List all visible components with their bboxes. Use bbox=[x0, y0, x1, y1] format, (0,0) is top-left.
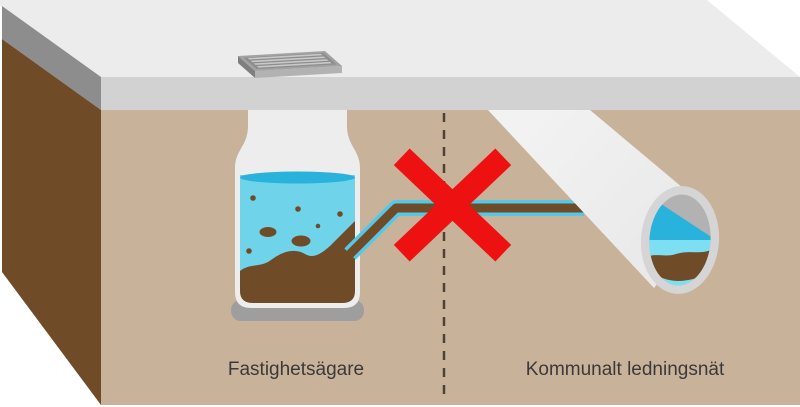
pipe-sludge bbox=[646, 248, 714, 281]
ground-top-surface bbox=[0, 0, 800, 77]
tank-water-surface bbox=[240, 171, 355, 184]
x-bar bbox=[393, 148, 512, 262]
label-municipal-network: Kommunalt ledningsnät bbox=[526, 359, 725, 380]
grate-slot bbox=[247, 53, 323, 60]
grate-slot bbox=[253, 59, 329, 65]
drain-grate-icon bbox=[238, 51, 342, 78]
slab-left-bevel-edge bbox=[2, 6, 101, 110]
pipe-water-stream bbox=[646, 194, 714, 244]
connection-pipe-sewage bbox=[336, 203, 588, 268]
prohibition-x-icon bbox=[393, 148, 512, 262]
municipal-pipe-contents bbox=[646, 194, 714, 288]
soil-left-face bbox=[2, 39, 101, 405]
tank-sediment-particles bbox=[246, 195, 343, 254]
grate-slot bbox=[256, 61, 332, 68]
grate-front-side bbox=[255, 66, 342, 78]
tank-sludge bbox=[240, 221, 355, 303]
label-property-owner: Fastighetsägare bbox=[228, 359, 364, 380]
grate-slot bbox=[250, 56, 326, 63]
grate-left-side bbox=[238, 56, 255, 78]
slab-front-edge bbox=[101, 77, 800, 110]
municipal-pipe bbox=[488, 110, 720, 294]
septic-tank bbox=[231, 110, 364, 321]
connection-pipe bbox=[336, 200, 588, 268]
